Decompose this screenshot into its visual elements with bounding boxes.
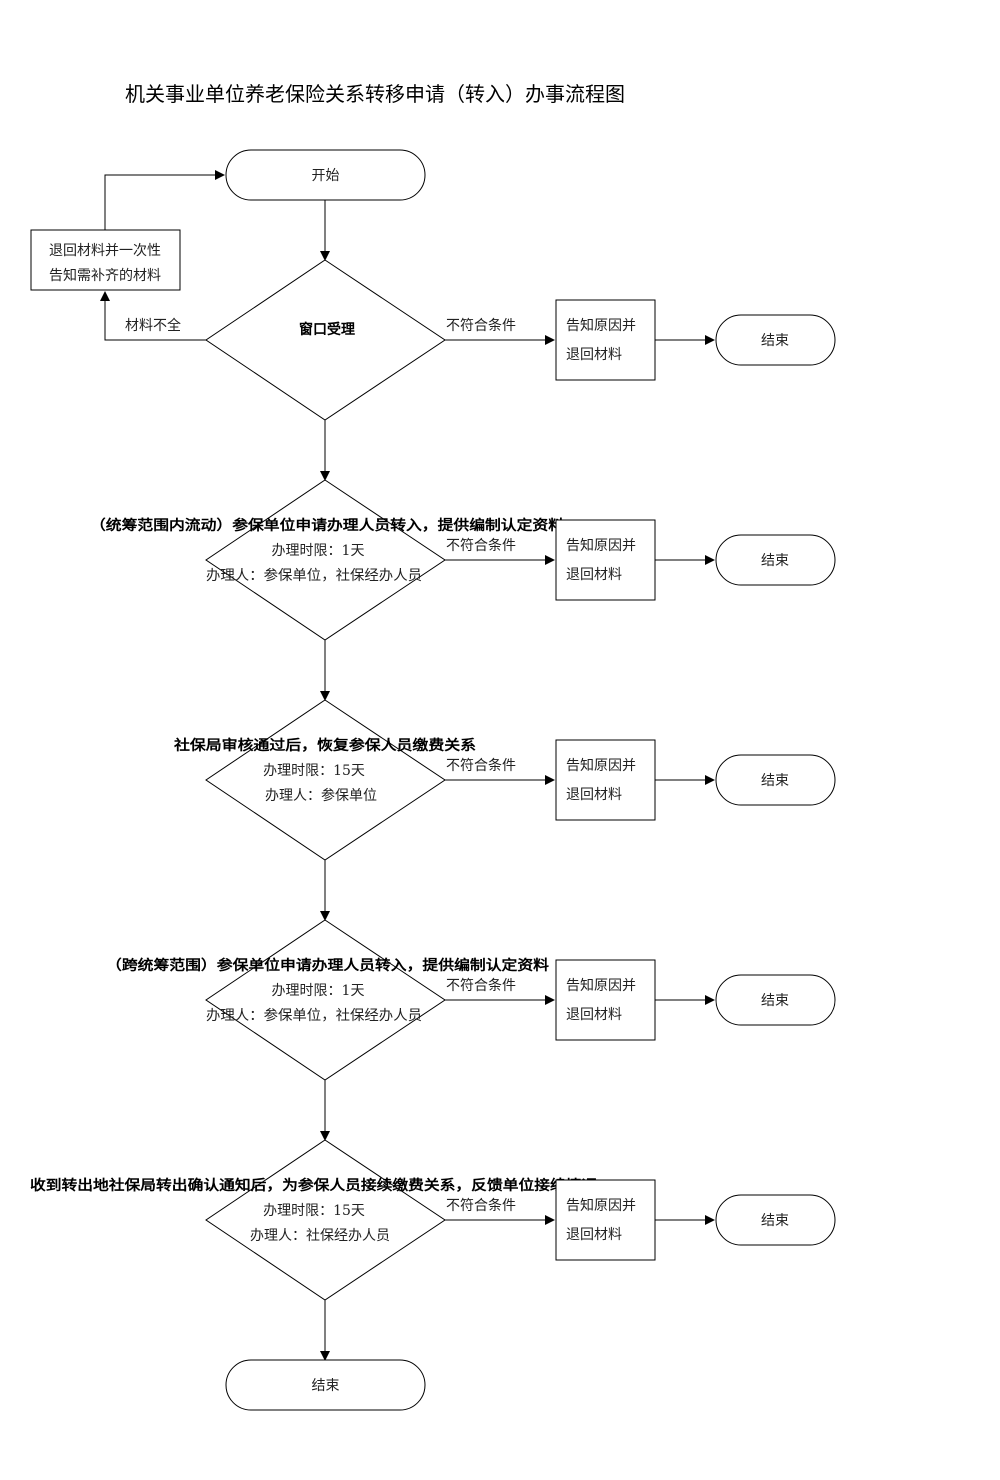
final-end-label: 结束 <box>312 1378 340 1394</box>
reject-box-line2: 退回材料 <box>566 1007 622 1023</box>
end-node <box>715 534 836 586</box>
step-time-label: 办理时限：15天 <box>263 763 365 779</box>
end-node <box>715 754 836 806</box>
reject-box-line2: 退回材料 <box>566 787 622 803</box>
return-box-line2: 告知需补齐的材料 <box>49 267 161 284</box>
reject-box-line2: 退回材料 <box>566 347 622 363</box>
decision-diamond <box>205 699 446 861</box>
step-5: 收到转出地社保局转出确认通知后，为参保人员接续缴费关系，反馈单位接续情况， 办理… <box>30 1139 836 1301</box>
step-main-label: （统筹范围内流动）参保单位申请办理人员转入，提供编制认定资料 <box>90 517 564 534</box>
end-label: 结束 <box>761 1213 789 1229</box>
reject-box <box>555 959 656 1041</box>
step-time-label: 办理时限：1天 <box>272 983 365 999</box>
step-4: （跨统筹范围）参保单位申请办理人员转入，提供编制认定资料 办理时限：1天 办理人… <box>106 919 836 1081</box>
return-box-line1: 退回材料并一次性 <box>49 243 161 259</box>
start-label: 开始 <box>312 168 340 184</box>
end-label: 结束 <box>761 773 789 789</box>
reject-box <box>555 1179 656 1261</box>
reject-box-line1: 告知原因并 <box>566 1197 636 1214</box>
reject-edge-label: 不符合条件 <box>446 317 516 334</box>
final-end-node: 结束 <box>225 1359 426 1411</box>
decision-diamond <box>205 479 446 641</box>
reject-box <box>555 519 656 601</box>
decision-diamond <box>205 919 446 1081</box>
reject-edge-label: 不符合条件 <box>446 977 516 994</box>
incomplete-edge <box>100 291 206 341</box>
decision-diamond <box>205 1139 446 1301</box>
reject-box-line1: 告知原因并 <box>566 317 636 334</box>
reject-edge-label: 不符合条件 <box>446 537 516 554</box>
end-label: 结束 <box>761 333 789 349</box>
end-node <box>715 1194 836 1246</box>
step-handler-label: 办理人：参保单位 <box>265 787 377 804</box>
step-main-label: 收到转出地社保局转出确认通知后，为参保人员接续缴费关系，反馈单位接续情况， <box>30 1177 613 1194</box>
end-node <box>715 974 836 1026</box>
reject-box-line1: 告知原因并 <box>566 757 636 774</box>
end-label: 结束 <box>761 553 789 569</box>
reject-edge-label: 不符合条件 <box>446 1197 516 1214</box>
reject-box-line2: 退回材料 <box>566 567 622 583</box>
reject-box <box>555 299 656 381</box>
start-node: 开始 <box>225 149 426 201</box>
step-time-label: 办理时限：15天 <box>263 1203 365 1219</box>
return-materials-box: 退回材料并一次性 告知需补齐的材料 <box>30 229 181 291</box>
decision-diamond <box>205 259 446 421</box>
return-to-start-edge <box>104 170 225 230</box>
reject-box-line1: 告知原因并 <box>566 977 636 994</box>
incomplete-edge-label: 材料不全 <box>125 317 181 334</box>
reject-box-line1: 告知原因并 <box>566 537 636 554</box>
step-main-label: （跨统筹范围）参保单位申请办理人员转入，提供编制认定资料 <box>106 957 549 974</box>
step-main-label: 窗口受理 <box>299 321 355 338</box>
step-time-label: 办理时限：1天 <box>272 543 365 559</box>
step-3: 社保局审核通过后，恢复参保人员缴费关系 办理时限：15天 办理人：参保单位 不符… <box>173 699 836 861</box>
step-2: （统筹范围内流动）参保单位申请办理人员转入，提供编制认定资料 办理时限：1天 办… <box>90 479 836 641</box>
step-handler-label: 办理人：参保单位，社保经办人员 <box>206 1007 422 1024</box>
end-label: 结束 <box>761 993 789 1009</box>
step-main-label: 社保局审核通过后，恢复参保人员缴费关系 <box>173 737 476 754</box>
step-handler-label: 办理人：参保单位，社保经办人员 <box>206 567 422 584</box>
reject-edge-label: 不符合条件 <box>446 757 516 774</box>
end-node <box>715 314 836 366</box>
reject-box <box>555 739 656 821</box>
step-handler-label: 办理人：社保经办人员 <box>250 1228 390 1244</box>
reject-box-line2: 退回材料 <box>566 1227 622 1243</box>
page-title: 机关事业单位养老保险关系转移申请（转入）办事流程图 <box>125 82 625 106</box>
step-1: 窗口受理 不符合条件 告知原因并 退回材料 结束 <box>205 259 836 421</box>
